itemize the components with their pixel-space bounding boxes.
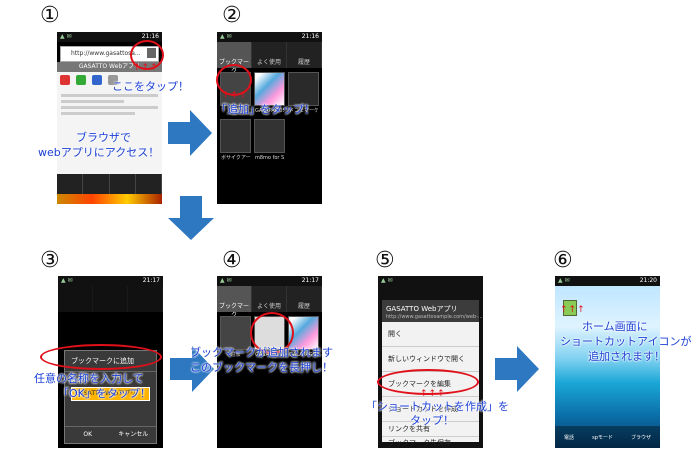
status-time: 21:16: [301, 33, 319, 40]
status-bar: ▲ ✉: [378, 276, 483, 286]
up-arrows: ↑↑↑: [222, 91, 248, 101]
highlight-oval: [40, 344, 162, 370]
tab-history[interactable]: 履歴: [287, 42, 322, 68]
status-time: 21:16: [141, 33, 159, 40]
name-label: 名前: [71, 378, 84, 385]
bookmark-tabs: ブックマーク よく使用 履歴: [217, 42, 322, 75]
highlight-oval: [130, 40, 164, 70]
bookmark-tabs: ブックマーク よく使用 履歴: [217, 286, 322, 319]
dock-browser[interactable]: ブラウザ: [630, 434, 651, 441]
thumb-label: ドコモマーケ: [289, 108, 318, 114]
up-arrows: ↑↑↑: [420, 389, 446, 399]
highlight-oval: [216, 64, 252, 96]
home-caption-2: ショートカットアイコンが: [560, 335, 692, 348]
step-4-number: ④: [222, 248, 242, 273]
status-bar: ▲ ✉21:16: [217, 32, 322, 42]
status-time: 21:17: [301, 277, 319, 284]
access-caption-2: webアプリにアクセス！: [38, 146, 160, 159]
right-arrow-icon: [168, 110, 212, 156]
mini-icon[interactable]: [108, 75, 118, 85]
menu-item-create-shortcut[interactable]: ショートカットを作成: [382, 397, 479, 422]
added-caption-2: このブックマークを長押し！: [190, 361, 333, 374]
tab-frequent[interactable]: よく使用: [252, 42, 287, 68]
cancel-button[interactable]: キャンセル: [118, 431, 149, 438]
access-caption-1: ブラウザで: [76, 131, 131, 144]
mini-icon[interactable]: [60, 75, 70, 85]
thumb-label: GASATTO Web: [255, 352, 284, 358]
menu-item-open[interactable]: 開く: [382, 322, 479, 347]
name-input[interactable]: GASATTO Webアプリ: [71, 387, 150, 401]
tab-bookmarks[interactable]: ブックマーク: [217, 286, 252, 319]
menu-item-save[interactable]: ブックマーク先保存: [388, 439, 451, 447]
highlight-oval: [377, 369, 479, 395]
tab-frequent[interactable]: よく使用: [252, 286, 287, 312]
status-bar: ▲ ✉21:17: [58, 276, 163, 286]
menu-item-share[interactable]: リンクを共有: [382, 422, 479, 437]
bookmark-tabs: [58, 286, 163, 312]
right-arrow-icon: [495, 346, 539, 392]
tab-bookmarks[interactable]: ブックマーク: [217, 42, 252, 75]
right-arrow-icon: [170, 346, 214, 392]
dock-phone[interactable]: 電話: [564, 434, 575, 441]
status-bar: ▲ ✉21:16: [57, 32, 162, 42]
step-3-number: ③: [40, 248, 60, 273]
mini-icon[interactable]: [92, 75, 102, 85]
web-page: GASATTO Webアプリ: [57, 62, 162, 204]
status-bar: ▲ ✉21:17: [217, 276, 322, 286]
shortcut-caption-2: タップ！: [410, 414, 454, 427]
step-1-number: ①: [40, 3, 60, 28]
page-header: GASATTO Webアプリ: [57, 62, 162, 72]
bookmark-thumb[interactable]: GALAPAGOS: [254, 72, 285, 114]
phone-screen-bookmarks: ▲ ✉21:16 ブックマーク よく使用 履歴 追加 GALAPAGOS ドコモ…: [217, 32, 322, 204]
phone-screen-home: ▲ ✉21:20 電話 spモード ブラウザ: [555, 276, 660, 448]
phone-screen-bookmark-added: ▲ ✉21:17 ブックマーク よく使用 履歴 追加 GASATTO Web G…: [217, 276, 322, 448]
tap-caption: ここをタップ！: [112, 80, 189, 93]
bookmark-thumb[interactable]: m8mo for SH: [254, 119, 285, 161]
up-arrows: ↑↑↑: [560, 305, 586, 315]
home-caption-1: ホーム画面に: [582, 320, 648, 333]
thumb-label: 追加: [230, 352, 241, 358]
thumb-label: 追加: [230, 108, 241, 114]
bookmark-add[interactable]: 追加: [220, 316, 251, 358]
ok-button[interactable]: OK: [83, 431, 93, 438]
thumb-label: GALAPAGOS: [289, 352, 318, 358]
thumb-label: ボサイクアー: [221, 155, 250, 161]
input-caption-2: 「OK」をタップ！: [58, 387, 151, 400]
dock: 電話 spモード ブラウザ: [555, 426, 660, 448]
thumb-label: GALAPAGOS: [255, 108, 284, 114]
status-time: 21:20: [639, 277, 657, 284]
home-screen: 電話 spモード ブラウザ: [555, 286, 660, 448]
added-caption-1: ブックマークが追加されます: [190, 346, 333, 359]
dock-spmode[interactable]: spモード: [592, 434, 613, 441]
input-caption-1: 任意の名称を入力して: [34, 372, 144, 385]
bookmark-thumb[interactable]: ボサイクアー: [220, 119, 251, 161]
banner-ad[interactable]: [57, 194, 162, 204]
home-caption-3: 追加されます！: [588, 350, 665, 363]
step-6-number: ⑥: [553, 248, 573, 273]
thumb-label: m8mo for SH: [255, 155, 284, 161]
step-5-number: ⑤: [375, 248, 395, 273]
footer-nav[interactable]: [57, 174, 162, 194]
shortcut-icon[interactable]: [563, 300, 577, 316]
mini-icon[interactable]: [76, 75, 86, 85]
shortcut-caption-1: 「ショートカットを作成」を: [366, 400, 509, 413]
highlight-oval: [250, 312, 294, 354]
bookmark-grid: 追加 GALAPAGOS ドコモマーケ ボサイクアー m8mo for SH: [220, 72, 319, 161]
menu-url: http://www.gasattosample.com/web-...: [386, 314, 483, 320]
step-2-number: ②: [222, 3, 242, 28]
status-time: 21:17: [142, 277, 160, 284]
down-arrow-icon: [168, 196, 214, 240]
add-caption: 「追加」をタップ！: [216, 103, 315, 116]
bookmark-thumb[interactable]: ドコモマーケ: [288, 72, 319, 114]
menu-title: GASATTO Webアプリ: [386, 305, 458, 313]
status-bar: ▲ ✉21:20: [555, 276, 660, 286]
tab-history[interactable]: 履歴: [287, 286, 322, 312]
up-arrows: ↑↑↑: [133, 63, 159, 73]
